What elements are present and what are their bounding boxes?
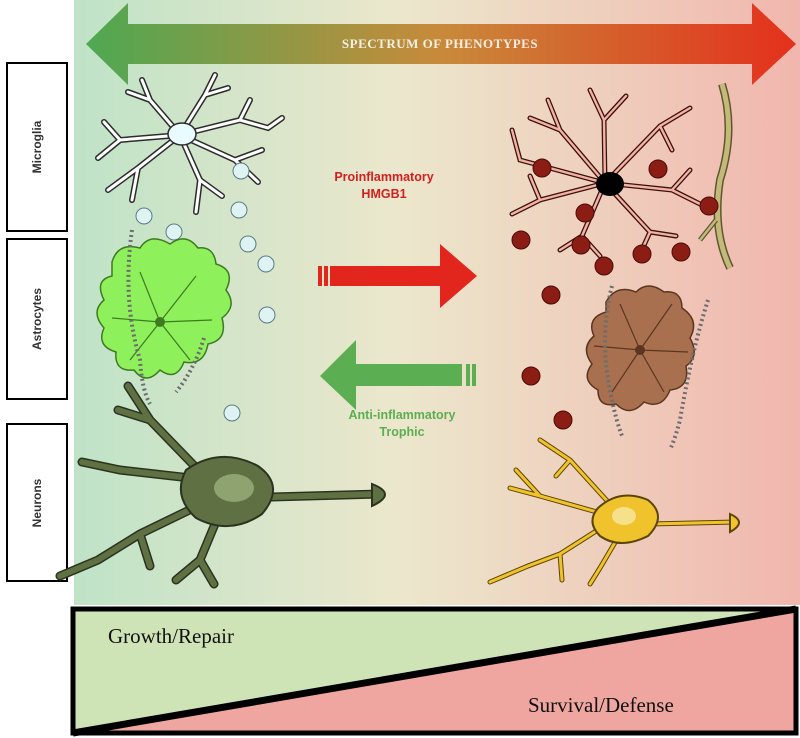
right-upper-vessel-strand (698, 82, 734, 270)
survival-defense-label: Survival/Defense (528, 693, 674, 717)
spectrum-banner-text: SPECTRUM OF PHENOTYPES (342, 36, 538, 51)
hmgb1-label: HMGB1 (361, 187, 406, 201)
row-label-microglia: Microglia (6, 62, 68, 232)
left-vessel-strands (126, 229, 206, 405)
anti-inflammatory-label: Anti-inflammatory (349, 408, 456, 422)
hmgb1-dots (511, 158, 719, 430)
astrocytes-label: Astrocytes (30, 288, 44, 350)
proinflammatory-label: Proinflammatory (334, 170, 433, 184)
right-lower-vessel-strands (603, 285, 710, 451)
healthy-astrocyte-icon (96, 238, 232, 379)
microglia-label: Microglia (30, 120, 44, 173)
spectrum-banner-arrow: SPECTRUM OF PHENOTYPES (86, 3, 796, 85)
reactive-astrocyte-icon (585, 285, 695, 412)
row-label-neurons: Neurons (6, 423, 68, 582)
trophic-label: Trophic (379, 425, 424, 439)
neurons-label: Neurons (30, 478, 44, 527)
bottom-spectrum-wedge (70, 605, 799, 737)
growth-repair-label: Growth/Repair (108, 624, 234, 648)
anti-inflammatory-arrow (320, 340, 476, 410)
proinflammatory-arrow (318, 244, 477, 308)
row-label-astrocytes: Astrocytes (6, 238, 68, 400)
